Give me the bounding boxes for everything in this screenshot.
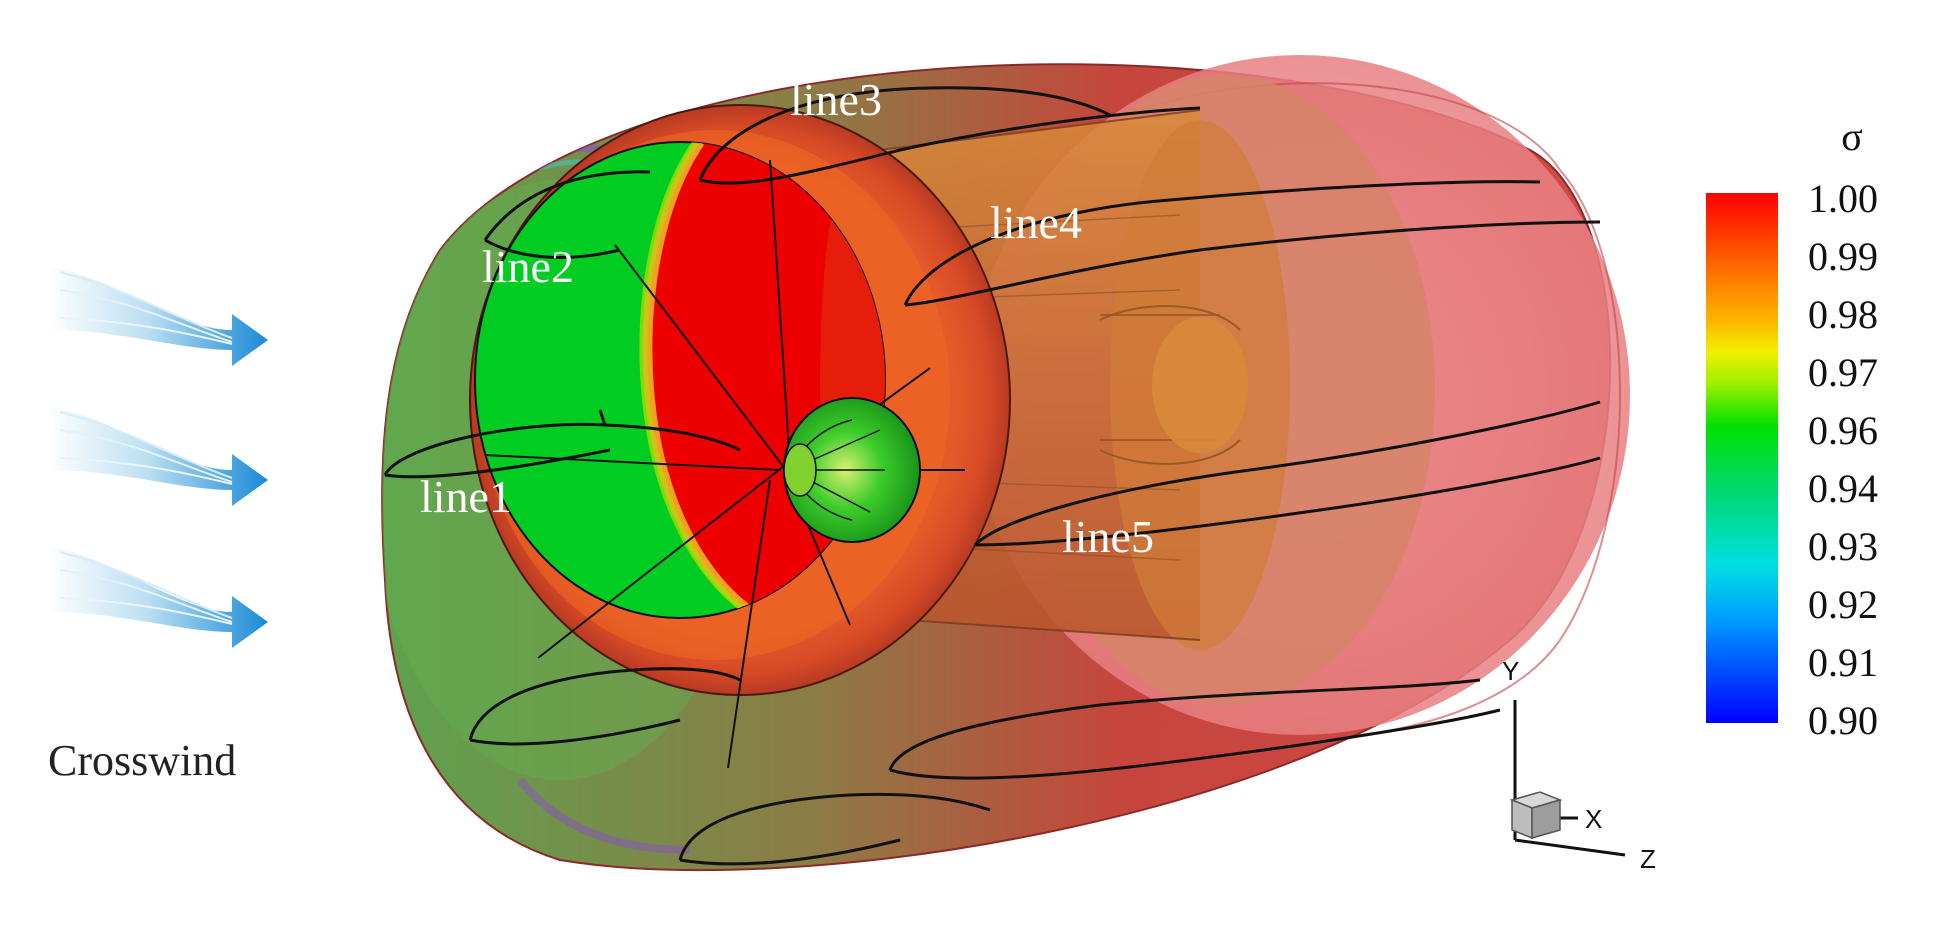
z-axis-label: Z	[1640, 844, 1656, 874]
line-label: line2	[482, 241, 574, 292]
colorbar-title: σ	[1841, 114, 1863, 159]
colorbar-tick: 1.00	[1808, 176, 1878, 221]
crosswind-label: Crosswind	[48, 736, 236, 785]
colorbar-gradient	[1706, 193, 1778, 723]
x-axis-label: X	[1585, 804, 1602, 834]
y-axis-label: Y	[1502, 656, 1519, 686]
line-label: line1	[420, 471, 512, 522]
loft-lines	[383, 86, 1601, 866]
crosswind-arrows	[48, 266, 268, 648]
line-label: line3	[790, 74, 882, 125]
colorbar-tick: 0.91	[1808, 640, 1878, 685]
axis-triad: Y X Z	[1502, 656, 1656, 874]
colorbar-tick: 0.99	[1808, 234, 1878, 279]
colorbar-tick: 0.92	[1808, 582, 1878, 627]
line-label: line4	[990, 197, 1082, 248]
spinner-hub	[783, 397, 921, 543]
crosswind-arrow	[48, 406, 268, 506]
z-axis-line	[1514, 838, 1626, 857]
crosswind-arrow	[48, 546, 268, 648]
crosswind-arrow	[48, 266, 268, 366]
colorbar-ticks: 1.00 0.99 0.98 0.97 0.96 0.94 0.93 0.92 …	[1808, 176, 1878, 743]
colorbar-tick: 0.97	[1808, 350, 1878, 395]
colorbar: σ 1.00 0.99 0.98 0.97 0.96 0.94 0.93 0.9…	[1706, 114, 1878, 743]
line-label: line5	[1062, 511, 1154, 562]
colorbar-tick: 0.96	[1808, 408, 1878, 453]
colorbar-tick: 0.93	[1808, 524, 1878, 569]
colorbar-tick: 0.98	[1808, 292, 1878, 337]
line-labels: line1 line2 line3 line4 line5	[420, 74, 1154, 562]
axis-cube	[1509, 791, 1563, 840]
colorbar-tick: 0.94	[1808, 466, 1878, 511]
colorbar-tick: 0.90	[1808, 698, 1878, 743]
